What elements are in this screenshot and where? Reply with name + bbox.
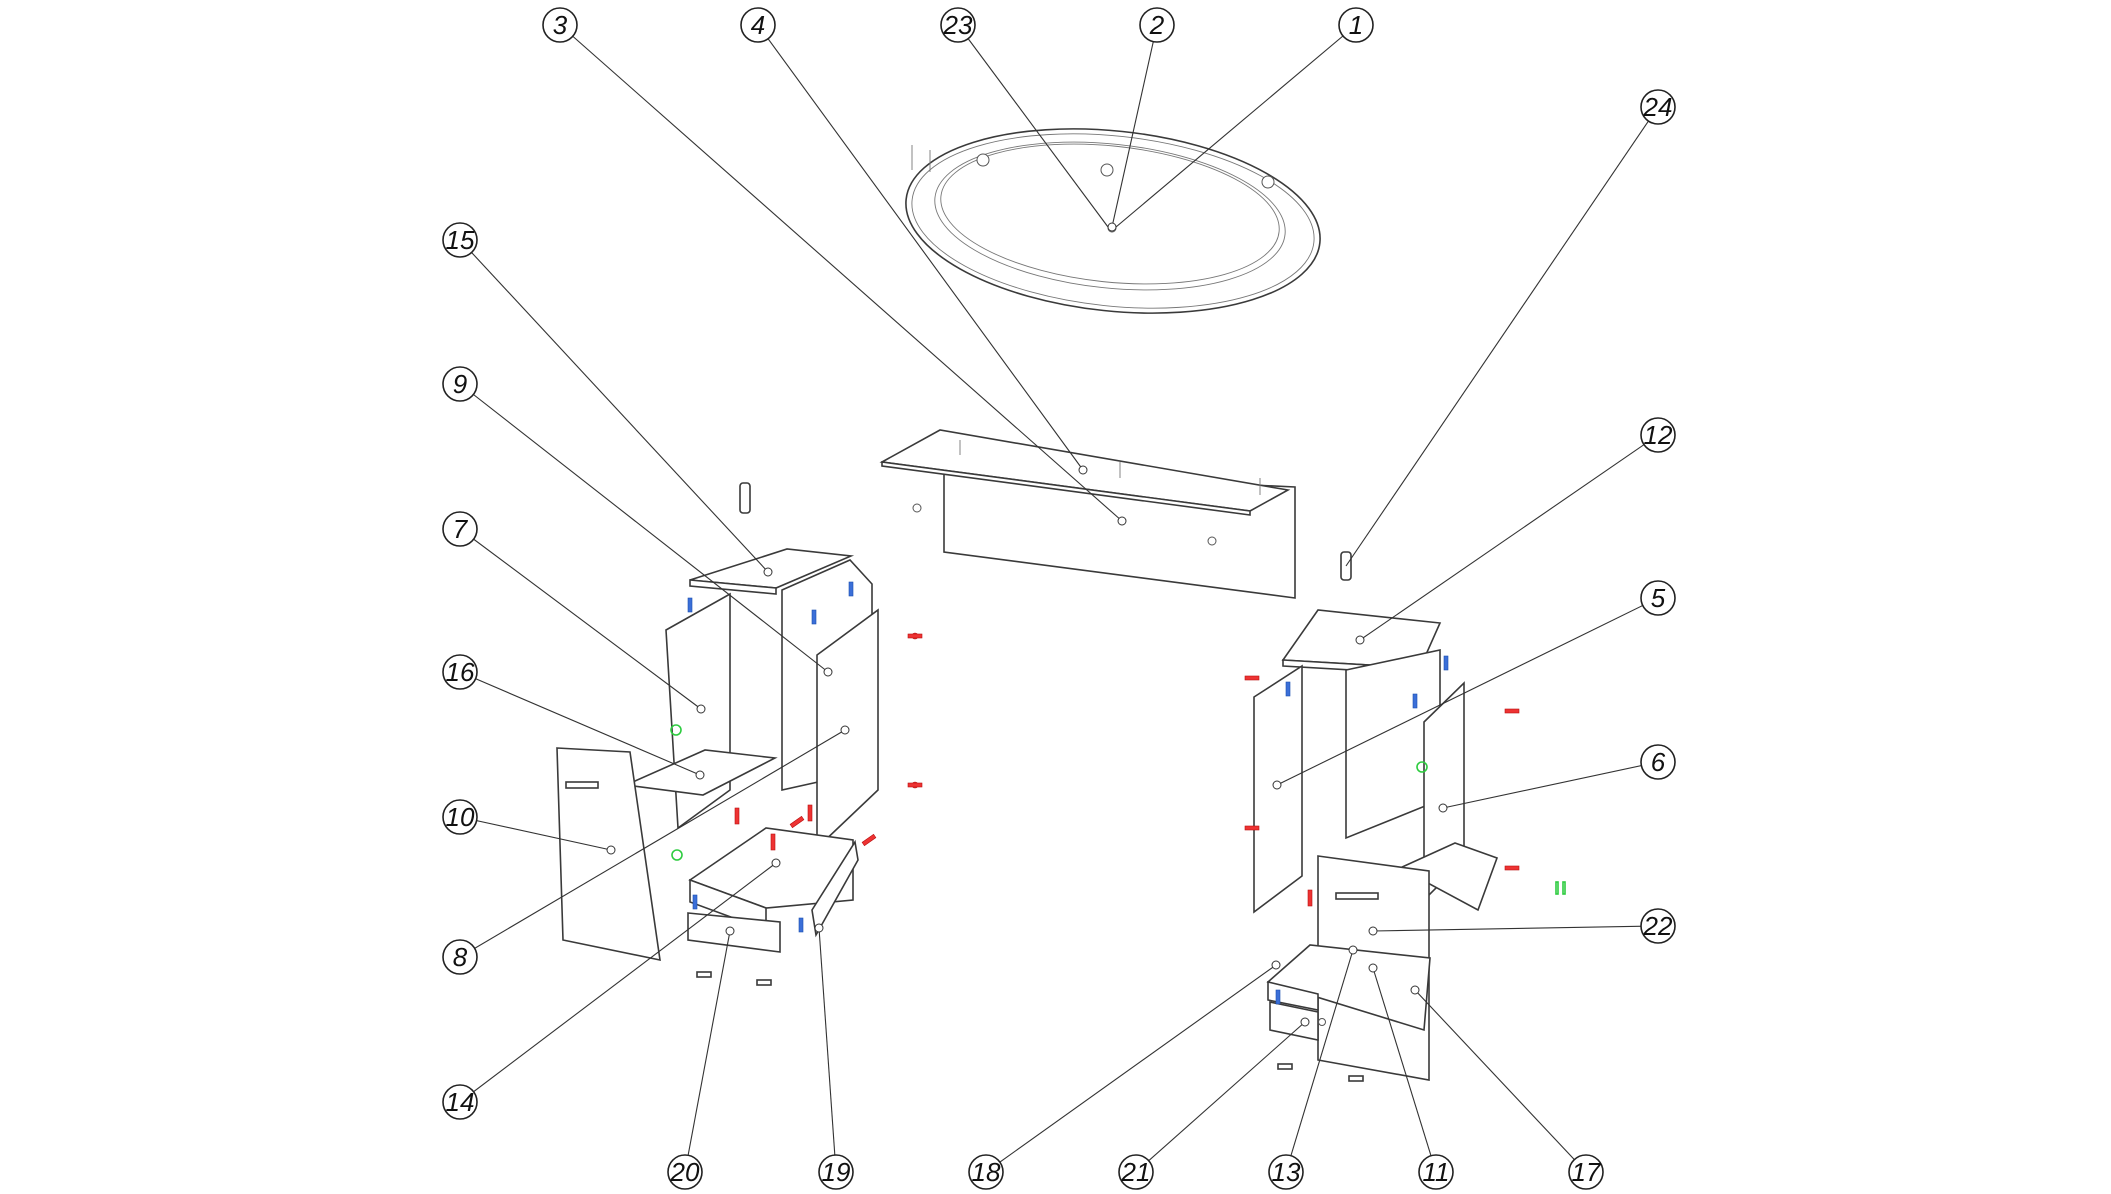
leader-10 bbox=[459, 816, 612, 851]
callout-10: 10 bbox=[442, 799, 478, 835]
callout-11: 11 bbox=[1418, 1154, 1454, 1190]
leader-9 bbox=[459, 383, 829, 673]
callout-bubbles: 1 2 3 4 5 6 7 8 9 10 11 12 13 14 15 bbox=[442, 7, 1676, 1190]
leader-23 bbox=[957, 24, 1109, 228]
leader-18 bbox=[985, 964, 1277, 1173]
callout-4: 4 bbox=[740, 7, 776, 43]
svg-text:10: 10 bbox=[446, 802, 475, 832]
leader-5 bbox=[1276, 597, 1659, 786]
left-cabinet bbox=[556, 482, 923, 986]
leader-13 bbox=[1285, 949, 1354, 1173]
leader-24 bbox=[1345, 106, 1659, 567]
svg-text:22: 22 bbox=[1643, 911, 1673, 941]
callout-21: 21 bbox=[1118, 1154, 1154, 1190]
svg-text:3: 3 bbox=[553, 10, 568, 40]
svg-text:1: 1 bbox=[1349, 10, 1363, 40]
callout-18: 18 bbox=[968, 1154, 1004, 1190]
svg-text:4: 4 bbox=[751, 10, 765, 40]
leader-4 bbox=[757, 24, 1084, 471]
leader-6 bbox=[1442, 761, 1659, 809]
svg-text:2: 2 bbox=[1149, 10, 1165, 40]
svg-text:20: 20 bbox=[670, 1157, 700, 1187]
callout-16: 16 bbox=[442, 654, 478, 690]
callout-15: 15 bbox=[442, 222, 478, 258]
svg-text:11: 11 bbox=[1423, 1157, 1450, 1187]
leader-7 bbox=[459, 528, 702, 710]
callout-1: 1 bbox=[1338, 7, 1374, 43]
callout-14: 14 bbox=[442, 1084, 478, 1120]
callout-13: 13 bbox=[1268, 1154, 1304, 1190]
callout-7: 7 bbox=[442, 511, 478, 547]
callout-22: 22 bbox=[1640, 908, 1676, 944]
callout-12: 12 bbox=[1640, 417, 1676, 453]
leader-lines bbox=[459, 24, 1659, 1173]
callout-8: 8 bbox=[442, 939, 478, 975]
leader-20 bbox=[684, 930, 731, 1173]
leader-21 bbox=[1135, 1021, 1306, 1173]
right-cabinet bbox=[1244, 551, 1566, 1082]
svg-text:24: 24 bbox=[1643, 92, 1673, 122]
callout-9: 9 bbox=[442, 366, 478, 402]
callout-24: 24 bbox=[1640, 89, 1676, 125]
svg-text:18: 18 bbox=[972, 1157, 1001, 1187]
callout-19: 19 bbox=[818, 1154, 854, 1190]
callout-6: 6 bbox=[1640, 744, 1676, 780]
leader-15 bbox=[459, 239, 769, 573]
callout-5: 5 bbox=[1640, 580, 1676, 616]
svg-text:5: 5 bbox=[1651, 583, 1666, 613]
svg-text:17: 17 bbox=[1572, 1157, 1602, 1187]
svg-text:6: 6 bbox=[1651, 747, 1666, 777]
svg-text:15: 15 bbox=[446, 225, 475, 255]
leader-8 bbox=[459, 729, 846, 958]
svg-text:8: 8 bbox=[453, 942, 468, 972]
svg-text:16: 16 bbox=[446, 657, 475, 687]
svg-text:7: 7 bbox=[453, 514, 469, 544]
leader-17 bbox=[1414, 989, 1587, 1173]
leader-16 bbox=[459, 671, 701, 776]
leader-12 bbox=[1359, 434, 1659, 641]
callout-23: 23 bbox=[940, 7, 976, 43]
svg-text:21: 21 bbox=[1121, 1157, 1151, 1187]
callout-2: 2 bbox=[1139, 7, 1175, 43]
leader-22 bbox=[1372, 925, 1659, 932]
leader-11 bbox=[1372, 967, 1437, 1173]
svg-text:9: 9 bbox=[453, 369, 467, 399]
callout-20: 20 bbox=[667, 1154, 703, 1190]
leader-14 bbox=[459, 862, 777, 1103]
svg-text:14: 14 bbox=[446, 1087, 475, 1117]
leader-19 bbox=[818, 927, 837, 1173]
leader-2 bbox=[1111, 24, 1158, 228]
leader-anchors bbox=[606, 222, 1448, 1027]
parts-layer bbox=[556, 128, 1566, 1082]
svg-text:12: 12 bbox=[1644, 420, 1673, 450]
leader-1 bbox=[1115, 24, 1357, 228]
svg-text:23: 23 bbox=[943, 10, 973, 40]
svg-text:13: 13 bbox=[1272, 1157, 1301, 1187]
callout-17: 17 bbox=[1568, 1154, 1604, 1190]
callout-3: 3 bbox=[542, 7, 578, 43]
leader-3 bbox=[559, 24, 1123, 522]
svg-text:19: 19 bbox=[822, 1157, 851, 1187]
